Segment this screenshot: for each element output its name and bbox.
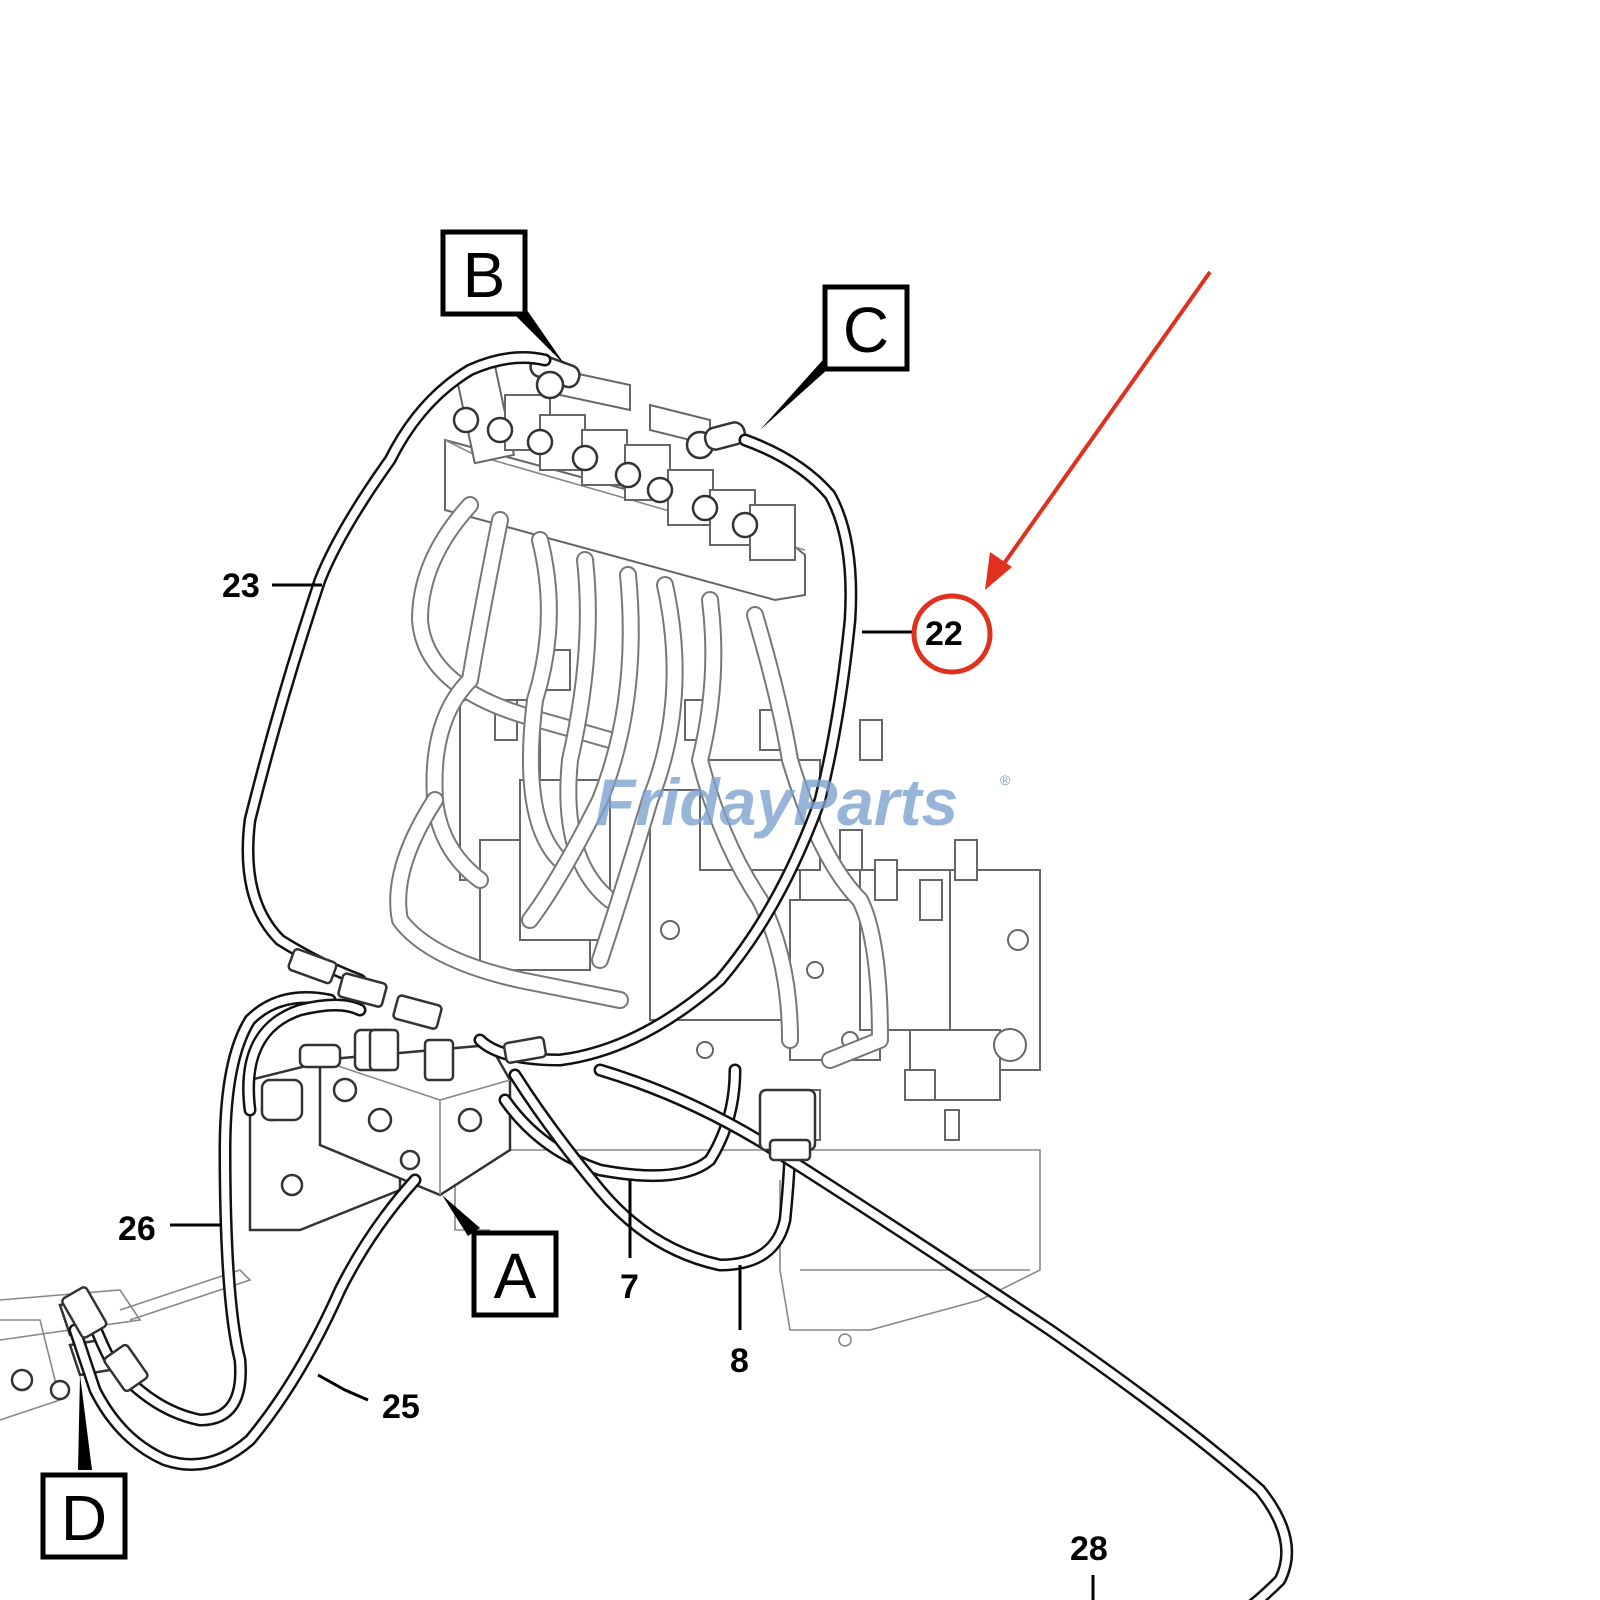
label-box-d: D	[40, 1472, 128, 1560]
solenoid-valve-bank	[444, 353, 806, 602]
callout-26: 26	[118, 1210, 156, 1248]
label-a: A	[494, 1240, 537, 1312]
label-box-b: B	[440, 229, 528, 317]
label-d: D	[61, 1482, 107, 1554]
label-b: B	[463, 239, 506, 311]
callout-23: 23	[222, 567, 260, 605]
label-c: C	[843, 294, 889, 366]
highlight-circle	[911, 593, 993, 675]
watermark-text: FridayParts	[595, 765, 958, 839]
callout-25: 25	[382, 1388, 420, 1426]
hose-fittings	[61, 948, 817, 1393]
label-box-a: A	[471, 1230, 559, 1318]
leader-lines	[78, 300, 1095, 1600]
highlight-arrow-shaft	[996, 270, 1212, 574]
label-box-c: C	[822, 284, 910, 372]
callout-8: 8	[730, 1342, 749, 1380]
watermark: FridayParts ®	[595, 765, 1011, 839]
highlight-annotation	[911, 270, 1212, 675]
hose-lines	[68, 351, 1294, 1600]
callout-7: 7	[620, 1268, 639, 1306]
pilot-tubes	[389, 496, 889, 1069]
highlight-arrow-head	[985, 552, 1012, 590]
watermark-registered-mark: ®	[1000, 772, 1011, 788]
callout-22: 22	[925, 615, 963, 653]
pilot-valve-block-a	[248, 1028, 512, 1232]
callout-28: 28	[1070, 1530, 1108, 1568]
